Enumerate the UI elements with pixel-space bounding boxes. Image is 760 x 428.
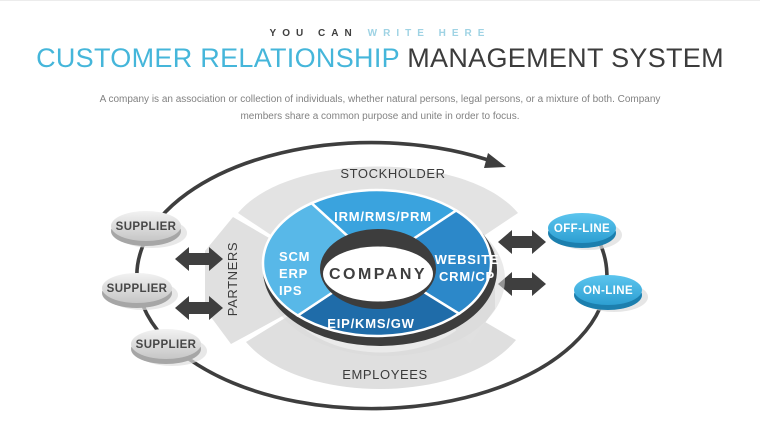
supplier-2-body bbox=[102, 273, 172, 303]
partners-label: PARTNERS bbox=[225, 242, 240, 316]
online-body bbox=[574, 275, 642, 305]
right-exchange-arrow-icon-1 bbox=[498, 230, 546, 254]
supplier-1-label: SUPPLIER bbox=[116, 221, 177, 233]
stockholder-band-shape bbox=[238, 166, 518, 241]
cycle-arrow bbox=[135, 140, 609, 411]
stockholder-label: STOCKHOLDER bbox=[340, 166, 445, 181]
supplier-1-body bbox=[111, 211, 181, 241]
tagline: YOU CAN WRITE HERE bbox=[0, 28, 760, 39]
online-node: ON-LINE bbox=[574, 275, 648, 312]
slide-title: CUSTOMER RELATIONSHIP MANAGEMENT SYSTEM bbox=[0, 43, 760, 74]
segment-left-shape bbox=[261, 201, 380, 317]
segment-right-label-line2: CRM/CP bbox=[439, 269, 495, 284]
segment-left-label-line2: ERP bbox=[279, 266, 308, 281]
left-exchange-arrow-icon-1 bbox=[175, 247, 223, 271]
hub-center-disc bbox=[323, 246, 433, 302]
supplier-node-2: SUPPLIER bbox=[102, 273, 178, 310]
supplier-node-3: SUPPLIER bbox=[131, 329, 207, 366]
offline-body bbox=[548, 213, 616, 243]
tagline-dark-text: YOU CAN bbox=[269, 28, 358, 39]
segment-right-label-line1: WEBSITE bbox=[435, 252, 500, 267]
supplier-node-1: SUPPLIER bbox=[111, 211, 187, 248]
right-exchange-arrow-icon-2 bbox=[498, 272, 546, 296]
segment-top-shape bbox=[309, 188, 459, 265]
description-line-1: A company is an association or collectio… bbox=[99, 94, 661, 105]
supplier-3-body bbox=[131, 329, 201, 359]
left-exchange-arrow-icon-2 bbox=[175, 296, 223, 320]
supplier-3-label: SUPPLIER bbox=[136, 339, 197, 351]
title-accent-text: CUSTOMER RELATIONSHIP bbox=[36, 43, 400, 73]
title-rest-text: MANAGEMENT SYSTEM bbox=[399, 43, 724, 73]
cycle-arc bbox=[135, 140, 609, 411]
employees-band-shape bbox=[246, 315, 516, 390]
company-label: COMPANY bbox=[329, 266, 427, 283]
slide-description: A company is an association or collectio… bbox=[0, 91, 760, 125]
employees-label: EMPLOYEES bbox=[342, 367, 428, 382]
segment-top-label: IRM/RMS/PRM bbox=[334, 209, 432, 224]
company-hub: IRM/RMS/PRM WEBSITE CRM/CP EIP/KMS/GW SC… bbox=[261, 188, 505, 356]
segment-left-label-line3: IPS bbox=[279, 283, 302, 298]
online-label: ON-LINE bbox=[583, 285, 633, 297]
cycle-arrowhead-icon bbox=[484, 153, 506, 168]
tagline-accent-text: WRITE HERE bbox=[367, 28, 491, 39]
segment-left-label-line1: SCM bbox=[279, 249, 310, 264]
offline-node: OFF-LINE bbox=[548, 213, 622, 250]
description-line-2: members share a common purpose and unite… bbox=[240, 111, 520, 122]
supplier-2-label: SUPPLIER bbox=[107, 283, 168, 295]
offline-label: OFF-LINE bbox=[554, 223, 610, 235]
segment-bottom-label: EIP/KMS/GW bbox=[327, 316, 414, 331]
